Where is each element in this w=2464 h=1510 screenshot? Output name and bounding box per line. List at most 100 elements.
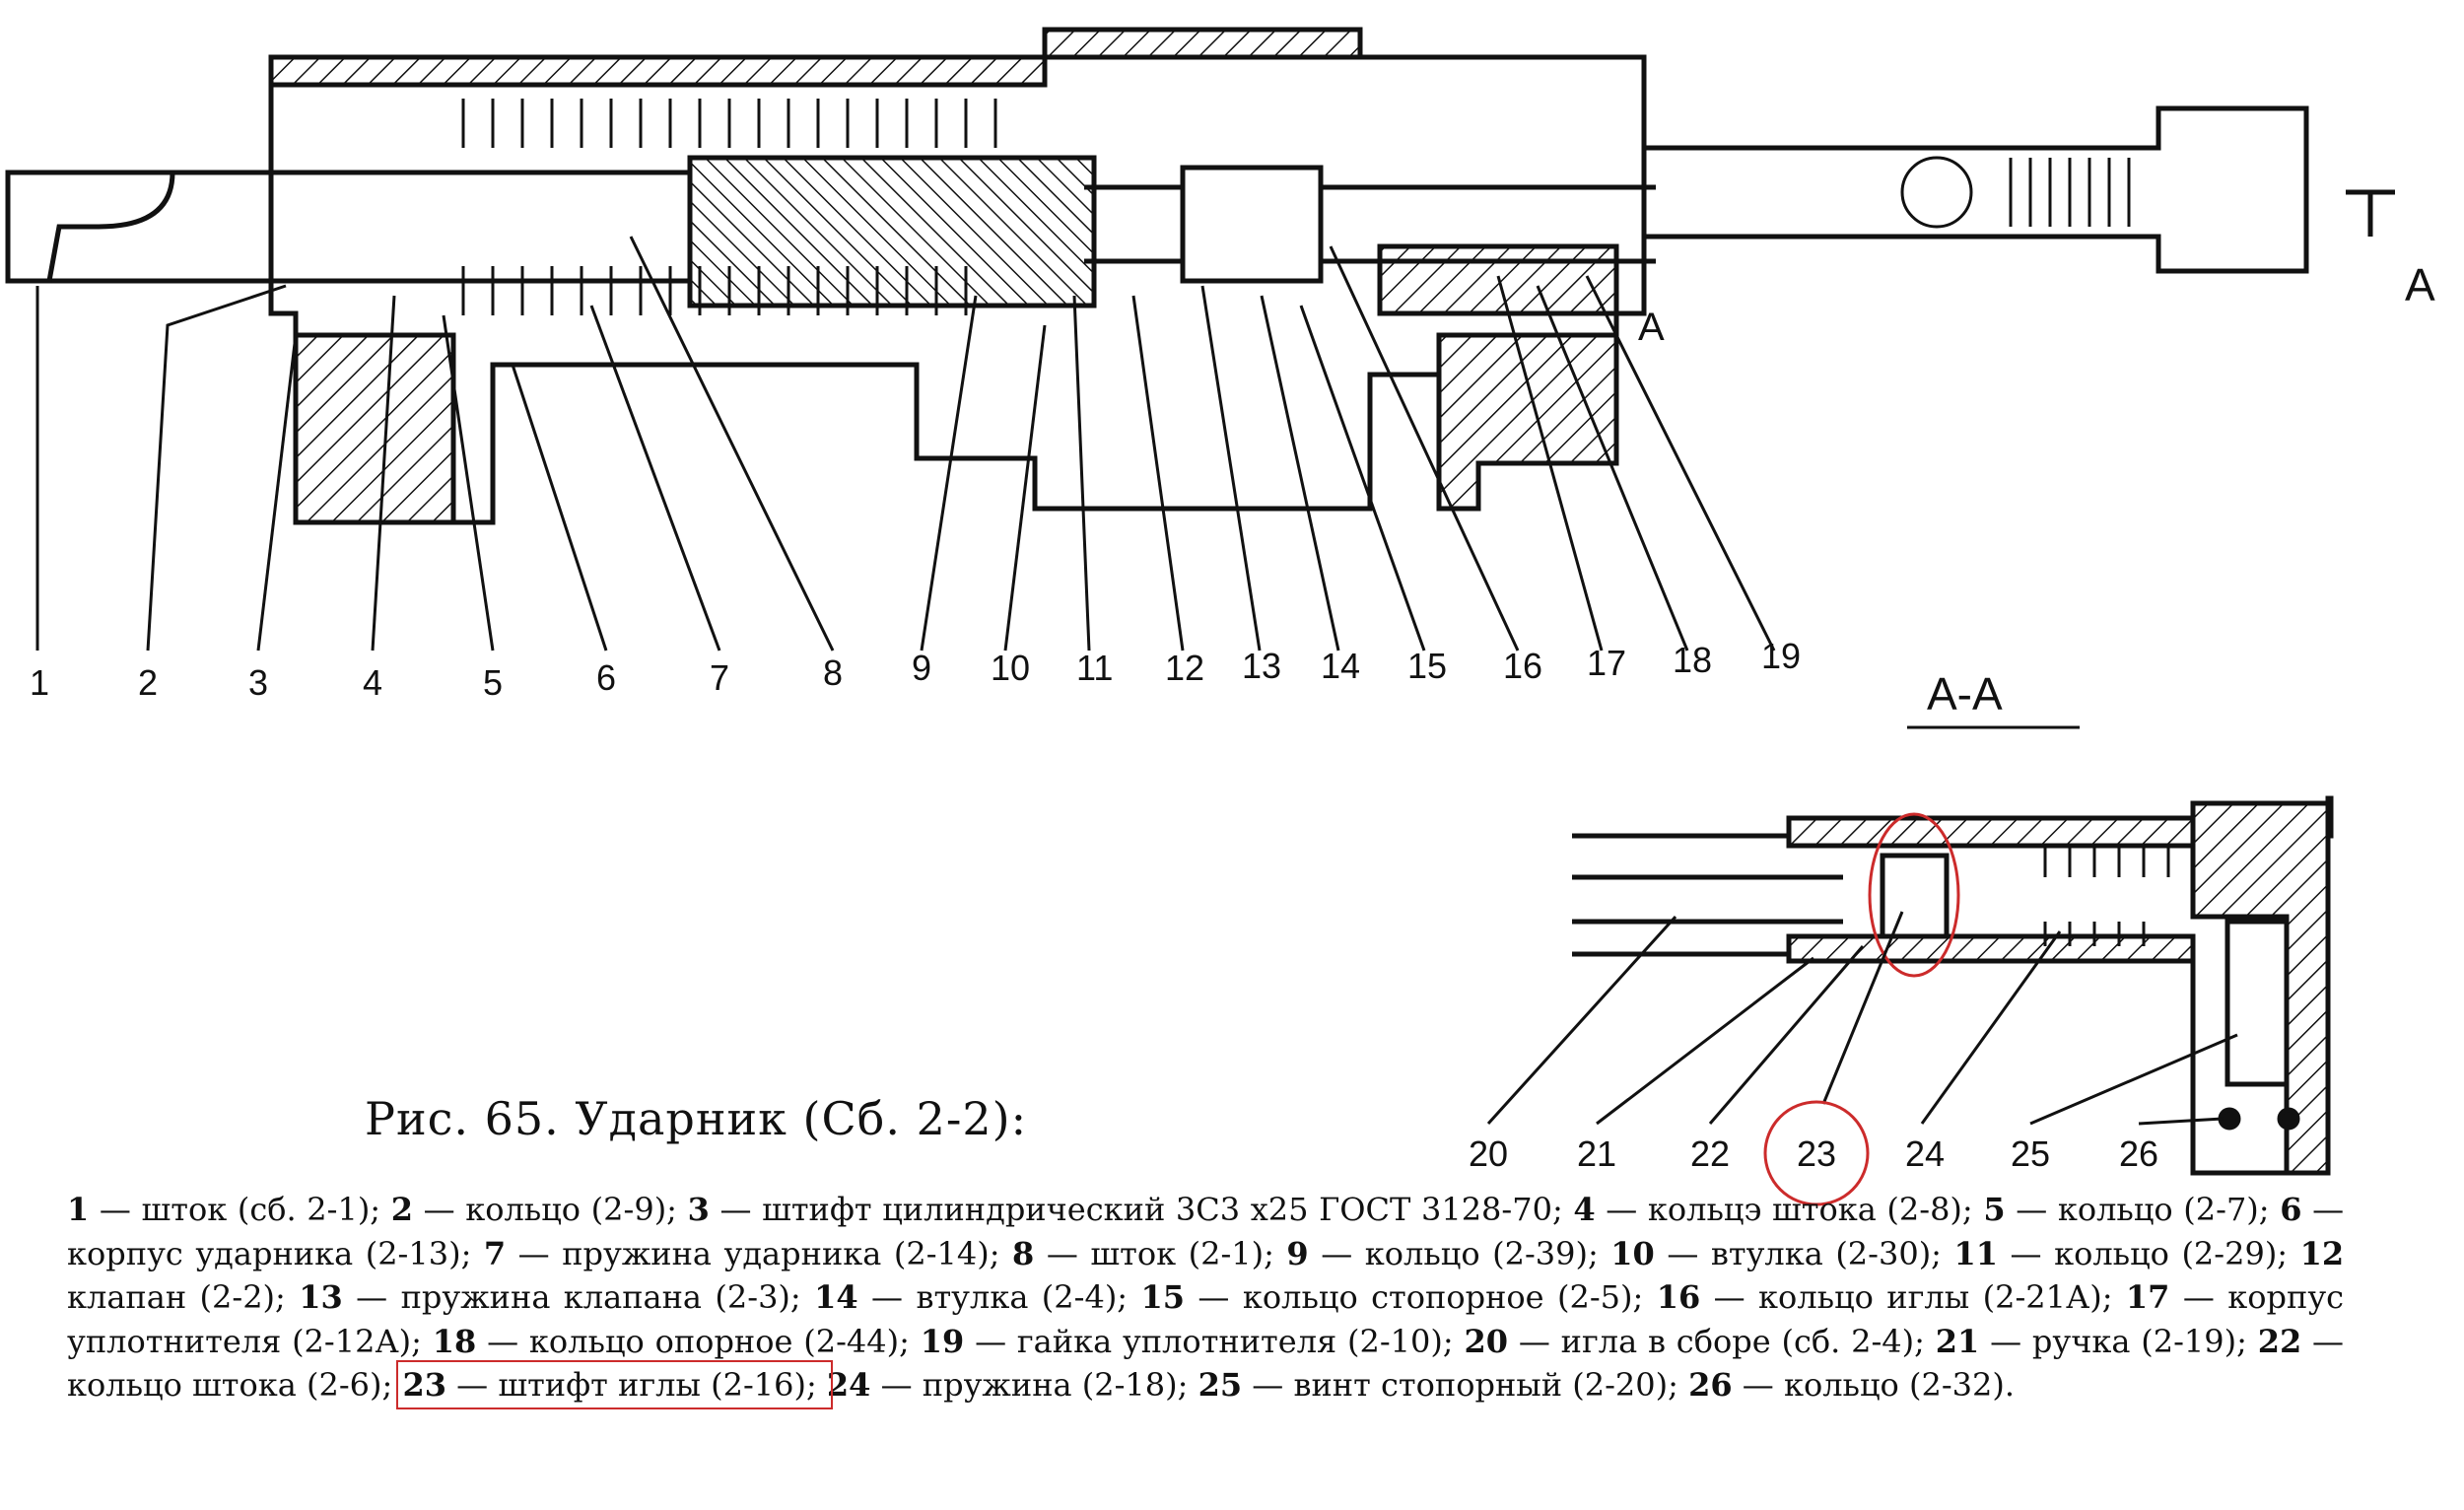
- callout-8: 8: [823, 652, 843, 693]
- callout-26: 26: [2119, 1133, 2158, 1174]
- legend-part-code: (2-19);: [2130, 1322, 2258, 1360]
- legend-separator: —: [506, 1234, 563, 1272]
- legend-item-20: 20 — игла в сборе (сб. 2-4);: [1464, 1323, 1935, 1360]
- legend-part-name: кольцо стопорное: [1242, 1278, 1544, 1316]
- legend-part-code: (2-6);: [296, 1366, 403, 1404]
- callout-21: 21: [1577, 1133, 1616, 1174]
- legend-part-name: штифт цилиндрический 3С3 х25 ГОСТ 3128-7…: [762, 1191, 1563, 1228]
- legend-separator: —: [2169, 1278, 2228, 1316]
- section-cut-line: [2346, 189, 2395, 237]
- leader-lines-section: [1486, 911, 2238, 1126]
- callout-11: 11: [1076, 648, 1113, 688]
- upper-cap: [1042, 27, 1363, 60]
- leader-lines-main: [35, 236, 1776, 652]
- legend-part-code: (2-9);: [581, 1191, 688, 1228]
- callout-5: 5: [483, 662, 503, 703]
- legend-part-name: пружина ударника: [562, 1234, 882, 1272]
- legend-separator: —: [1595, 1191, 1648, 1228]
- legend-item-2: 2 — кольцо (2-9);: [391, 1191, 688, 1228]
- legend-number: 14: [814, 1278, 858, 1316]
- needle-pin: [1900, 156, 1973, 229]
- callout-3: 3: [248, 662, 268, 703]
- callouts-section: 20 21 22 23 24 25 26: [1469, 1133, 2158, 1174]
- legend-number: 11: [1953, 1234, 1999, 1272]
- parts-legend: 1 — шток (сб. 2-1); 2 — кольцо (2-9); 3 …: [67, 1188, 2344, 1409]
- legend-part-name: кольцо: [1783, 1366, 1899, 1404]
- callout-18: 18: [1673, 640, 1712, 680]
- legend-separator: —: [1700, 1278, 1759, 1316]
- legend-part-code: (2-7);: [2172, 1191, 2281, 1228]
- legend-separator: —: [1654, 1234, 1711, 1272]
- legend-part-code: (2-20);: [1562, 1366, 1689, 1404]
- legend-part-name: корпус уплотнителя: [67, 1278, 2345, 1360]
- callout-19: 19: [1761, 636, 1801, 676]
- legend-part-name: кольцо: [1364, 1234, 1480, 1272]
- legend-part-name: шток: [141, 1191, 228, 1228]
- legend-item-7: 7 — пружина ударника (2-14);: [484, 1235, 1012, 1272]
- legend-part-code: (2-21А);: [1969, 1278, 2126, 1316]
- legend-part-code: (2-29);: [2168, 1234, 2300, 1272]
- legend-part-code: (2-32).: [1898, 1366, 2016, 1404]
- legend-part-name: гайка уплотнителя: [1016, 1322, 1337, 1360]
- legend-separator: —: [2301, 1322, 2345, 1360]
- callout-2: 2: [138, 662, 158, 703]
- callout-10: 10: [991, 648, 1030, 688]
- aa-elbow-block: [2190, 800, 2331, 1176]
- legend-part-name: кольцо: [2054, 1234, 2169, 1272]
- callout-23: 23: [1797, 1133, 1836, 1174]
- legend-separator: —: [1308, 1234, 1365, 1272]
- legend-part-name: кольцо: [2057, 1191, 2173, 1228]
- legend-part-name: кольцэ штока: [1647, 1191, 1877, 1228]
- legend-number: 3: [687, 1191, 710, 1228]
- legend-part-name: кольцо опорное: [528, 1322, 793, 1360]
- legend-separator: —: [445, 1366, 499, 1404]
- legend-separator: —: [1979, 1322, 2032, 1360]
- legend-part-name: кольцо иглы: [1758, 1278, 1970, 1316]
- callout-14: 14: [1321, 646, 1360, 686]
- legend-item-21: 21 — ручка (2-19);: [1936, 1323, 2258, 1360]
- legend-item-15: 15 — кольцо стопорное (2-5);: [1141, 1278, 1657, 1316]
- aa-ring-left: [2218, 1107, 2241, 1131]
- legend-part-name: корпус ударника: [67, 1234, 354, 1272]
- legend-item-14: 14 — втулка (2-4);: [814, 1278, 1140, 1316]
- legend-number: 5: [1983, 1191, 2006, 1228]
- legend-number: 17: [2125, 1278, 2170, 1316]
- legend-item-22: 22 — кольцо штока (2-6);: [67, 1323, 2344, 1405]
- legend-part-code: (2-3);: [702, 1278, 815, 1316]
- legend-number: 9: [1286, 1234, 1309, 1272]
- mounting-flange: [293, 332, 456, 525]
- legend-separator: —: [89, 1191, 142, 1228]
- legend-number: 16: [1656, 1278, 1701, 1316]
- legend-item-12: 12 клапан (2-2);: [67, 1235, 2344, 1317]
- legend-item-25: 25 — винт стопорный (2-20);: [1198, 1366, 1689, 1404]
- callout-1: 1: [30, 662, 49, 703]
- callout-17: 17: [1587, 643, 1626, 683]
- legend-item-17: 17 — корпус уплотнителя (2-12А);: [67, 1278, 2344, 1360]
- legend-part-code: [1563, 1191, 1574, 1228]
- legend-separator: —: [1242, 1366, 1294, 1404]
- legend-item-26: 26 — кольцо (2-32).: [1688, 1366, 2015, 1404]
- legend-separator: —: [1998, 1234, 2055, 1272]
- legend-part-code: (2-44);: [792, 1322, 921, 1360]
- legend-item-1: 1 — шток (сб. 2-1);: [67, 1191, 391, 1228]
- legend-item-3: 3 — штифт цилиндрический 3С3 х25 ГОСТ 31…: [688, 1191, 1574, 1228]
- legend-number: 19: [920, 1322, 965, 1360]
- legend-part-code: (2-30);: [1822, 1234, 1954, 1272]
- legend-number: 12: [2299, 1234, 2345, 1272]
- legend-part-name: втулка: [1710, 1234, 1823, 1272]
- callout-12: 12: [1165, 648, 1204, 688]
- legend-number: 10: [1610, 1234, 1655, 1272]
- legend-item-11: 11 — кольцо (2-29);: [1953, 1235, 2299, 1272]
- legend-separator: —: [1732, 1366, 1784, 1404]
- legend-part-name: пружина: [922, 1366, 1072, 1404]
- section-title-aa: A-A: [1927, 668, 2003, 720]
- legend-part-code: (2-1);: [1176, 1234, 1287, 1272]
- legend-number: 22: [2257, 1322, 2302, 1360]
- front-block: [268, 54, 1048, 88]
- legend-separator: —: [870, 1366, 923, 1404]
- legend-separator: —: [1508, 1322, 1561, 1360]
- aa-top-wall: [1786, 815, 2196, 849]
- legend-number: 25: [1198, 1366, 1243, 1404]
- legend-separator: —: [2005, 1191, 2058, 1228]
- legend-part-code: (2-13);: [353, 1234, 484, 1272]
